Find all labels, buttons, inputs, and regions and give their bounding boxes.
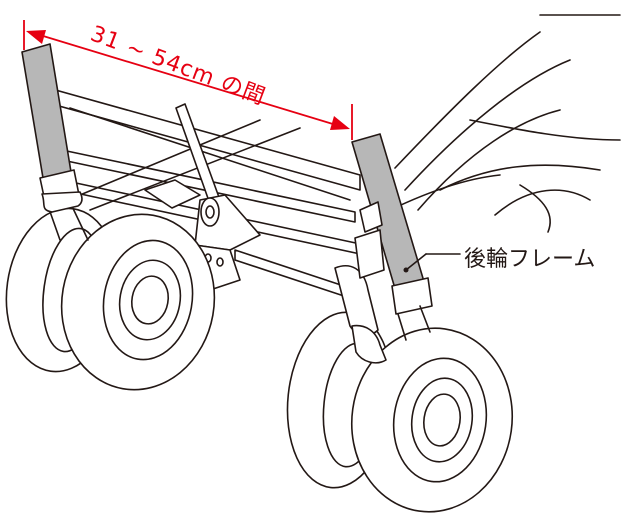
width-dimension <box>23 20 353 140</box>
dimension-arrow-right <box>330 116 350 130</box>
seat-frame-lines <box>379 14 621 233</box>
dimension-line <box>29 31 347 129</box>
leader-diagonal <box>405 253 427 271</box>
left-rear-frame <box>21 43 89 241</box>
frame-callout-leader <box>403 253 461 273</box>
dimension-arrow-left <box>26 30 46 44</box>
leader-dot <box>403 267 409 273</box>
rear-wheel-frame-label: 後輪フレーム <box>464 247 596 272</box>
brake-pedal <box>144 179 261 291</box>
right-rear-frame <box>334 133 433 364</box>
right-rear-wheels <box>286 311 514 513</box>
left-rear-wheels <box>5 207 216 391</box>
